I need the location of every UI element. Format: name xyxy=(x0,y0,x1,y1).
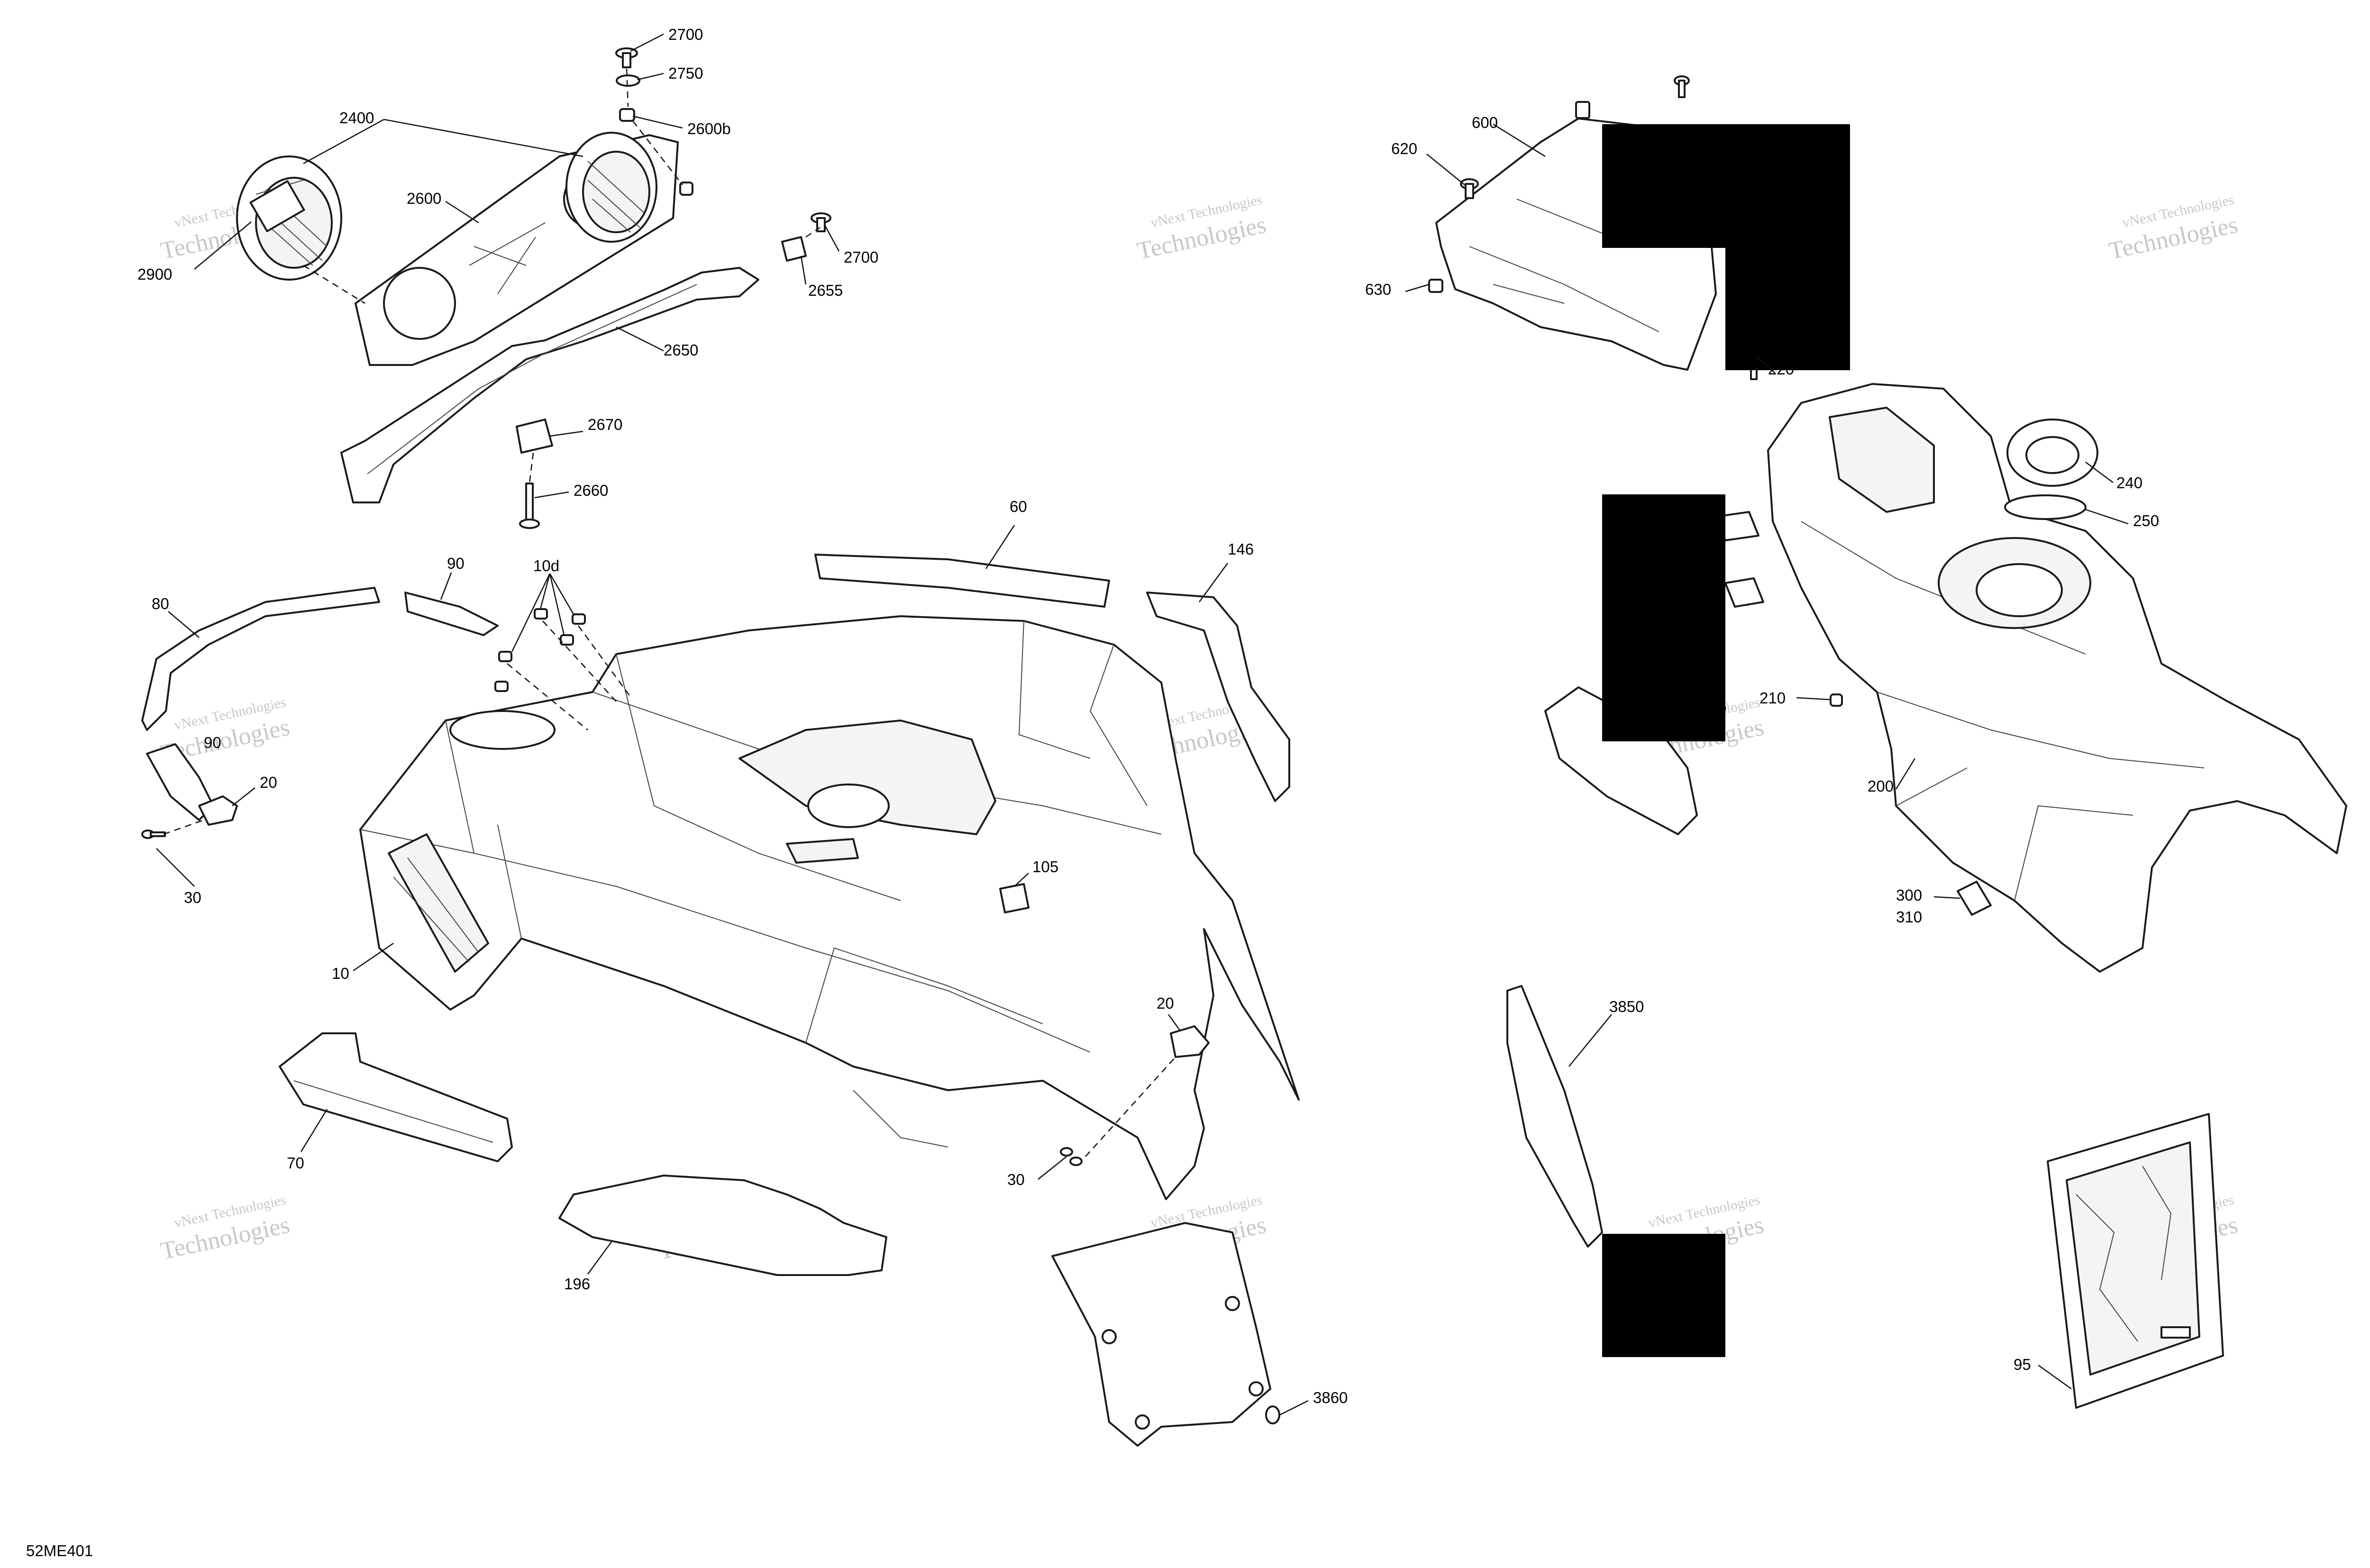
callout-620: 620 xyxy=(1391,140,1417,157)
trim-146 xyxy=(1146,592,1290,802)
redaction-block-middle xyxy=(1602,494,1725,741)
callout-60: 60 xyxy=(1010,498,1027,515)
clip-65-lower xyxy=(1724,577,1764,608)
callout-70: 70 xyxy=(287,1154,304,1172)
callout-240: 240 xyxy=(2116,474,2142,492)
callout-80: 80 xyxy=(152,595,169,612)
callout-90: 90 xyxy=(447,555,465,572)
clips-10d xyxy=(494,608,586,692)
callout-220: 220 xyxy=(1768,360,1794,378)
fastener-2700-top xyxy=(615,47,638,68)
bracket-20-right xyxy=(1170,1025,1210,1058)
grommet-2600b xyxy=(679,182,693,196)
clip-105 xyxy=(999,883,1030,913)
callout-90: 90 xyxy=(204,734,221,751)
callout-600: 600 xyxy=(1472,114,1498,131)
filler-opening xyxy=(449,710,556,750)
clip-2655 xyxy=(781,236,807,262)
access-plate-3860 xyxy=(1051,1222,1271,1447)
panel-hole xyxy=(383,267,456,340)
plate-300-310 xyxy=(1957,881,1992,916)
callout-630: 630 xyxy=(1365,281,1391,298)
gasket-250 xyxy=(2004,494,2087,520)
diagram-code: 52ME401 xyxy=(26,1542,93,1559)
watermark: vNext Technologies Technologies xyxy=(2106,192,2240,265)
redaction-block-bottom xyxy=(1602,1234,1725,1357)
callout-2700: 2700 xyxy=(844,248,878,266)
washer-2750 xyxy=(616,74,640,87)
clip-600-top xyxy=(1575,101,1590,119)
callout-95: 95 xyxy=(2014,1356,2031,1373)
trim-strip-60 xyxy=(814,554,1110,608)
nut-210 xyxy=(1830,693,1843,707)
redaction-block-top xyxy=(1602,124,1850,370)
callout-30: 30 xyxy=(184,889,201,906)
callout-2600b: 2600b xyxy=(687,120,731,137)
side-vent xyxy=(388,833,489,973)
callout-2400: 2400 xyxy=(339,109,374,127)
callout-2900: 2900 xyxy=(137,265,172,283)
callout-2660: 2660 xyxy=(574,482,608,499)
screw-600-top xyxy=(1674,75,1690,98)
nut-630 xyxy=(1428,279,1443,293)
callout-105: 105 xyxy=(1032,858,1058,875)
screw-30-left xyxy=(141,830,166,839)
speaker-left xyxy=(236,155,342,281)
rear-body-200 xyxy=(1767,383,2347,973)
decal-90-top xyxy=(404,592,499,636)
fastener-620 xyxy=(1460,178,1479,199)
callout-65: 65 xyxy=(1709,698,1727,715)
fastener-2700-right xyxy=(811,212,831,232)
callout-196: 196 xyxy=(564,1275,590,1293)
callout-3860: 3860 xyxy=(1313,1389,1348,1406)
front-body-panel-10 xyxy=(359,615,1300,1200)
watermark: vNext Technologies Technologies xyxy=(158,1192,292,1265)
callout-200: 200 xyxy=(1868,777,1894,795)
support-bracket-2650 xyxy=(340,267,759,503)
nut-2600b xyxy=(619,108,635,122)
callout-250: 250 xyxy=(2133,512,2159,529)
trim-80 xyxy=(141,587,380,731)
callout-310: 310 xyxy=(1896,908,1922,926)
leader-lines xyxy=(156,33,2129,1416)
callout-2650: 2650 xyxy=(664,341,698,359)
callout-210: 210 xyxy=(1759,689,1786,707)
callout-2670: 2670 xyxy=(588,416,622,433)
callout-labels: 2700 2750 2600b 2400 2600 2700 2655 2900… xyxy=(137,26,2159,1406)
callout-10d: 10d xyxy=(533,557,559,574)
screw-2660 xyxy=(525,483,534,525)
callout-10: 10 xyxy=(332,965,349,982)
screws-30-right xyxy=(1060,1147,1083,1166)
grab-handle-70 xyxy=(279,1032,513,1162)
callout-146: 146 xyxy=(1228,540,1254,558)
callout-2600: 2600 xyxy=(407,190,441,207)
callout-300: 300 xyxy=(1896,886,1922,904)
callout-2700: 2700 xyxy=(668,26,703,43)
clip-2670 xyxy=(516,419,553,454)
callout-2655: 2655 xyxy=(808,282,843,299)
watermark: vNext Technologies Technologies xyxy=(1135,192,1268,265)
callout-30: 30 xyxy=(1007,1171,1025,1188)
callout-3850: 3850 xyxy=(1609,998,1644,1015)
callout-20: 20 xyxy=(1157,994,1174,1012)
panel-3850 xyxy=(1506,985,1603,1248)
callout-2750: 2750 xyxy=(668,64,703,82)
callout-20: 20 xyxy=(260,774,277,791)
cover-196 xyxy=(558,1175,887,1276)
speaker-bracket-assembly xyxy=(236,47,831,529)
bracket-20-left xyxy=(198,795,238,826)
speaker-right xyxy=(565,132,657,243)
